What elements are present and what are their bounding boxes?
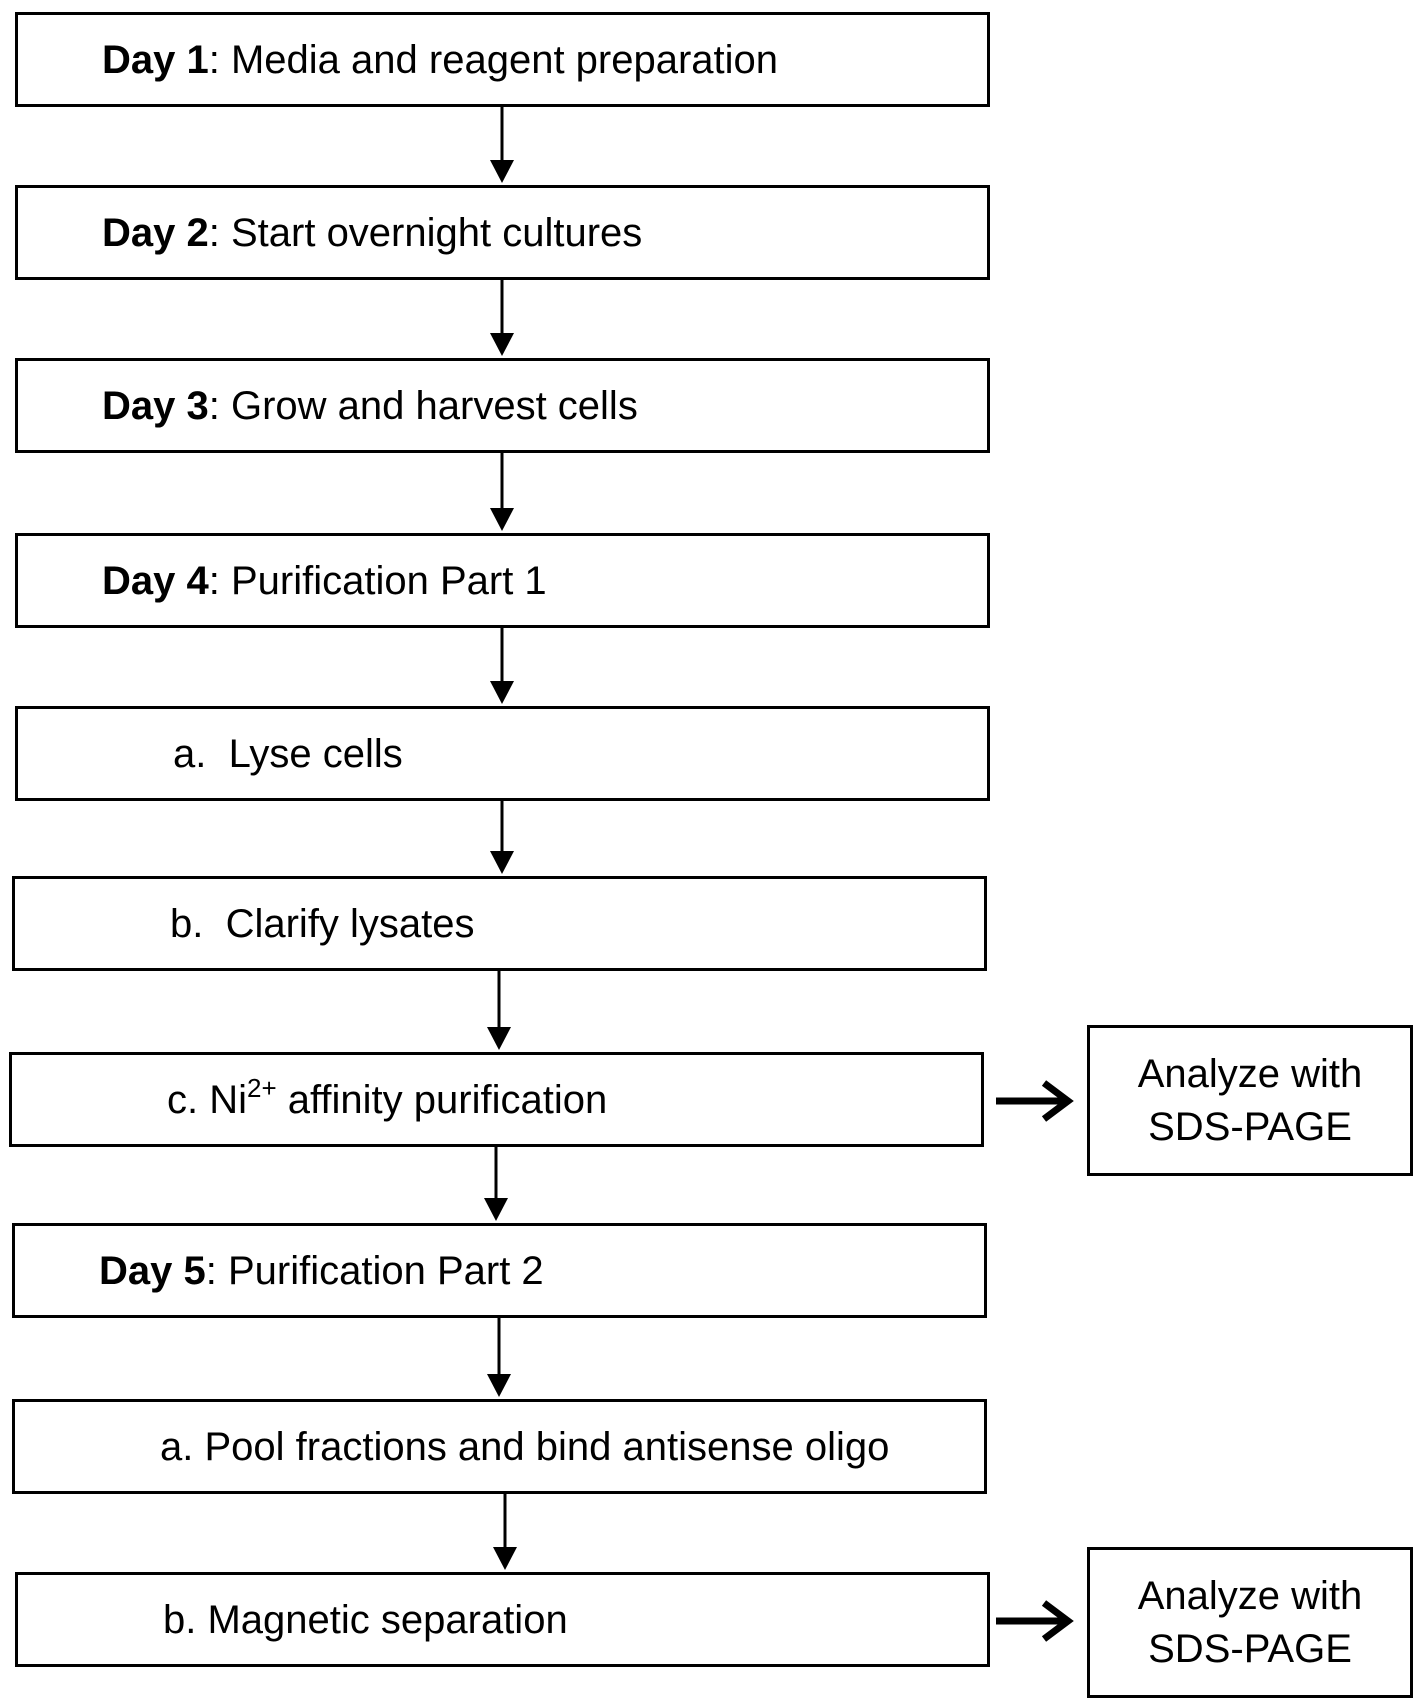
step-day-5-label: Day 5: Purification Part 2: [99, 1251, 544, 1291]
step-day-5b-label: b. Magnetic separation: [163, 1597, 568, 1642]
day-5-prefix: Day 5: [99, 1248, 206, 1293]
down-arrow: [487, 1318, 511, 1397]
day-4c-text-after: affinity purification: [276, 1077, 608, 1122]
right-arrow: [996, 1080, 1074, 1122]
analyze-line-2: SDS-PAGE: [1148, 1626, 1352, 1671]
step-day-2-label: Day 2: Start overnight cultures: [102, 213, 642, 253]
day-1-prefix: Day 1: [102, 37, 209, 82]
step-day-3-label: Day 3: Grow and harvest cells: [102, 386, 638, 426]
right-arrow: [996, 1600, 1074, 1642]
step-day-2: Day 2: Start overnight cultures: [15, 185, 990, 280]
day-3-text: : Grow and harvest cells: [208, 383, 638, 428]
step-day-5a: a. Pool fractions and bind antisense oli…: [12, 1399, 987, 1494]
down-arrow: [484, 1147, 508, 1221]
down-arrow: [490, 107, 514, 183]
step-day-4b: b. Clarify lysates: [12, 876, 987, 971]
step-day-4-label: Day 4: Purification Part 1: [102, 561, 547, 601]
day-5-text: : Purification Part 2: [205, 1248, 544, 1293]
step-day-5b: b. Magnetic separation: [15, 1572, 990, 1667]
analyze-line-2: SDS-PAGE: [1148, 1104, 1352, 1149]
analyze-sds-page-box-2: Analyze with SDS-PAGE: [1087, 1547, 1413, 1698]
day-1-text: : Media and reagent preparation: [208, 37, 779, 82]
step-day-5: Day 5: Purification Part 2: [12, 1223, 987, 1318]
day-2-text: : Start overnight cultures: [208, 210, 643, 255]
analyze-line-1: Analyze with: [1137, 1051, 1363, 1096]
day-4-prefix: Day 4: [102, 558, 209, 603]
analyze-line-1: Analyze with: [1137, 1573, 1363, 1618]
down-arrow: [487, 971, 511, 1050]
down-arrow: [490, 801, 514, 874]
down-arrow: [493, 1494, 517, 1570]
step-day-4a: a. Lyse cells: [15, 706, 990, 801]
step-day-5a-label: a. Pool fractions and bind antisense oli…: [160, 1424, 890, 1469]
step-day-4c: c. Ni2+ affinity purification: [9, 1052, 984, 1147]
day-4c-superscript: 2+: [247, 1072, 277, 1103]
step-day-1-label: Day 1: Media and reagent preparation: [102, 40, 778, 80]
day-2-prefix: Day 2: [102, 210, 209, 255]
down-arrow: [490, 453, 514, 531]
step-day-4: Day 4: Purification Part 1: [15, 533, 990, 628]
step-day-4a-label: a. Lyse cells: [173, 731, 403, 776]
step-day-1: Day 1: Media and reagent preparation: [15, 12, 990, 107]
day-3-prefix: Day 3: [102, 383, 209, 428]
step-day-3: Day 3: Grow and harvest cells: [15, 358, 990, 453]
down-arrow: [490, 280, 514, 356]
step-day-4b-label: b. Clarify lysates: [170, 901, 475, 946]
step-day-4c-label: c. Ni2+ affinity purification: [167, 1075, 608, 1122]
day-4c-text-before: c. Ni: [167, 1077, 247, 1122]
analyze-sds-page-box-1: Analyze with SDS-PAGE: [1087, 1025, 1413, 1176]
day-4-text: : Purification Part 1: [208, 558, 547, 603]
down-arrow: [490, 628, 514, 704]
